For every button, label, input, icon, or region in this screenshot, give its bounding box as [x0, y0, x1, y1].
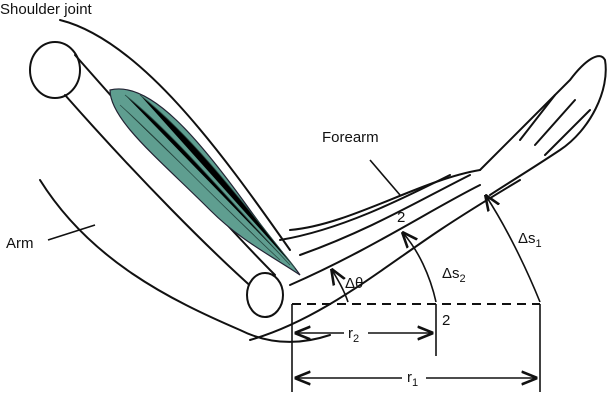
shoulder-joint-label: Shoulder joint: [0, 1, 93, 18]
forearm-leader: [369, 159, 401, 196]
delta-theta-label: Δθ: [345, 275, 363, 292]
r1-label: r1: [407, 369, 418, 389]
point-2-lower: 2: [442, 312, 450, 329]
forearm-label: Forearm: [322, 129, 379, 146]
delta-s2-arc: [403, 233, 437, 303]
r2-label: r2: [348, 325, 359, 345]
arm-leader: [47, 224, 96, 241]
geometry: [47, 159, 541, 392]
delta-theta-arc: [332, 270, 349, 303]
arm-outline: [29, 19, 607, 343]
delta-s2-label: Δs2: [442, 265, 466, 285]
arm-label: Arm: [6, 235, 34, 252]
point-2-upper: 2: [397, 209, 405, 226]
delta-s1-label: Δs1: [518, 230, 542, 250]
delta-s1-arc: [486, 196, 541, 303]
biceps-muscle: [109, 88, 301, 276]
muscle-fibers: [119, 94, 296, 269]
